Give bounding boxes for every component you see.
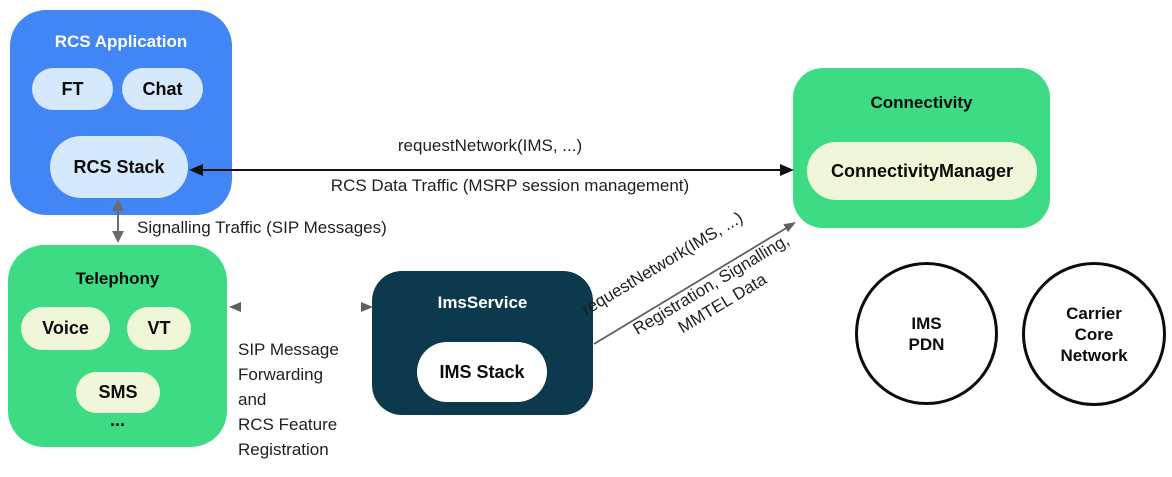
sms-pill: SMS bbox=[76, 372, 160, 413]
label-rcs-data-traffic: RCS Data Traffic (MSRP session managemen… bbox=[330, 176, 690, 195]
connectivity-manager-pill: ConnectivityManager bbox=[807, 142, 1037, 200]
label-sip-forwarding: SIP Message Forwarding and RCS Feature R… bbox=[238, 340, 339, 459]
rcs-stack-pill: RCS Stack bbox=[50, 136, 188, 198]
ims-service-title: ImsService bbox=[437, 293, 528, 312]
ims-pdn-circle: IMS PDN bbox=[855, 262, 998, 405]
rcs-application-box: RCS Application FT Chat RCS Stack bbox=[10, 10, 232, 215]
arrow-sip-forwarding-heads bbox=[229, 302, 373, 312]
ft-pill: FT bbox=[32, 68, 113, 110]
ims-stack-pill: IMS Stack bbox=[417, 342, 547, 402]
chat-pill: Chat bbox=[122, 68, 203, 110]
arrow-request-network-horizontal bbox=[189, 164, 794, 176]
connectivity-box: Connectivity ConnectivityManager bbox=[793, 68, 1050, 228]
carrier-core-network-circle: Carrier Core Network bbox=[1022, 262, 1166, 406]
connectivity-title: Connectivity bbox=[870, 93, 973, 112]
label-signalling-traffic: Signalling Traffic (SIP Messages) bbox=[137, 218, 387, 237]
label-request-network-top: requestNetwork(IMS, ...) bbox=[397, 136, 583, 155]
telephony-title: Telephony bbox=[75, 269, 160, 288]
vt-pill: VT bbox=[127, 307, 191, 350]
ims-service-box: ImsService IMS Stack bbox=[372, 271, 593, 415]
telephony-box: Telephony Voice VT SMS ... bbox=[8, 245, 227, 447]
telephony-ellipsis: ... bbox=[109, 410, 125, 430]
label-registration-signalling: Registration, Signalling, MMTEL Data bbox=[629, 230, 793, 339]
voice-pill: Voice bbox=[21, 307, 110, 350]
rcs-application-title: RCS Application bbox=[54, 32, 188, 51]
